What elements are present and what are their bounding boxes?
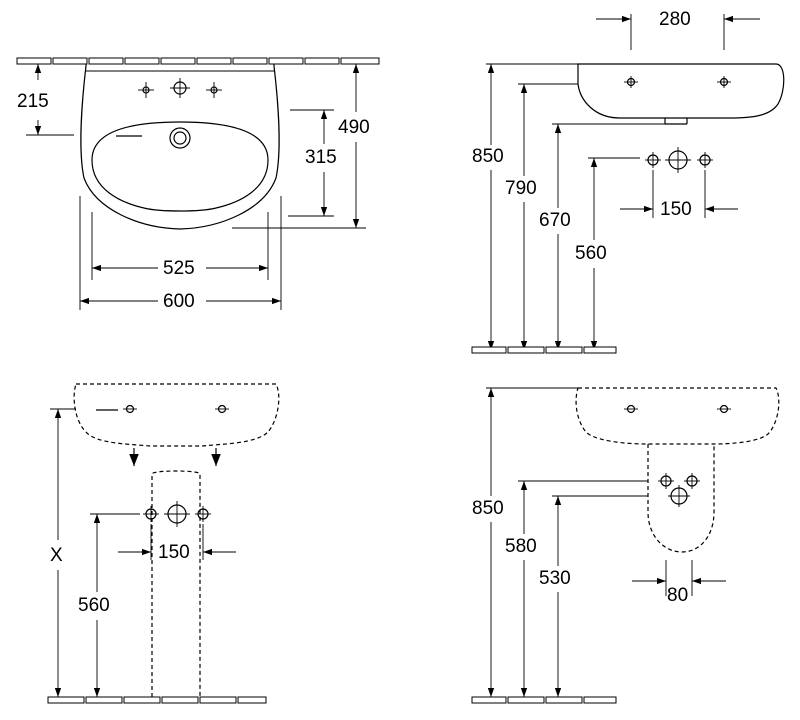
dim-315: 315 <box>305 147 337 168</box>
dim-150-side: 150 <box>660 199 692 220</box>
bowl-outline <box>91 121 269 212</box>
dim-530: 530 <box>539 568 571 589</box>
side-holes <box>624 76 731 88</box>
view-front-top: 215 490 315 525 600 <box>16 57 380 312</box>
dim-x: X <box>50 545 63 566</box>
floor-tiles-side-bottom <box>471 696 617 704</box>
dim-850-bottom: 850 <box>472 498 504 519</box>
fittings <box>645 147 713 173</box>
fittings-semi <box>658 473 700 507</box>
dim-790: 790 <box>505 178 537 199</box>
dim-850-top: 850 <box>472 146 504 167</box>
basin-outline <box>80 64 280 230</box>
dim-80: 80 <box>667 585 688 606</box>
dim-525: 525 <box>163 258 195 279</box>
dim-215: 215 <box>17 91 49 112</box>
dim-670: 670 <box>539 210 571 231</box>
dim-580: 580 <box>505 536 537 557</box>
fittings-bottom <box>143 501 211 527</box>
dim-600: 600 <box>163 291 195 312</box>
drain-icon <box>169 127 191 149</box>
tap-holes <box>138 78 222 98</box>
dim-150-bottom: 150 <box>158 542 190 563</box>
basin-dashed-outline <box>73 383 280 447</box>
dim-560-bottom: 560 <box>78 595 110 616</box>
dim-280: 280 <box>659 9 691 30</box>
view-front-bottom: 150 X 560 <box>47 383 280 704</box>
basin-side-outline <box>577 63 785 119</box>
wall-tiles <box>16 57 380 65</box>
dim-490: 490 <box>338 117 370 138</box>
pedestal-dashed-outline <box>151 470 201 697</box>
floor-tiles-bottom <box>47 696 267 704</box>
view-side-top: 280 150 850 790 670 <box>471 9 785 354</box>
view-side-bottom: 80 850 580 530 <box>471 387 780 704</box>
semi-pedestal-dashed <box>647 444 715 553</box>
dim-560-top: 560 <box>575 243 607 264</box>
basin-dashed-side <box>575 387 780 445</box>
floor-tiles <box>471 346 617 354</box>
